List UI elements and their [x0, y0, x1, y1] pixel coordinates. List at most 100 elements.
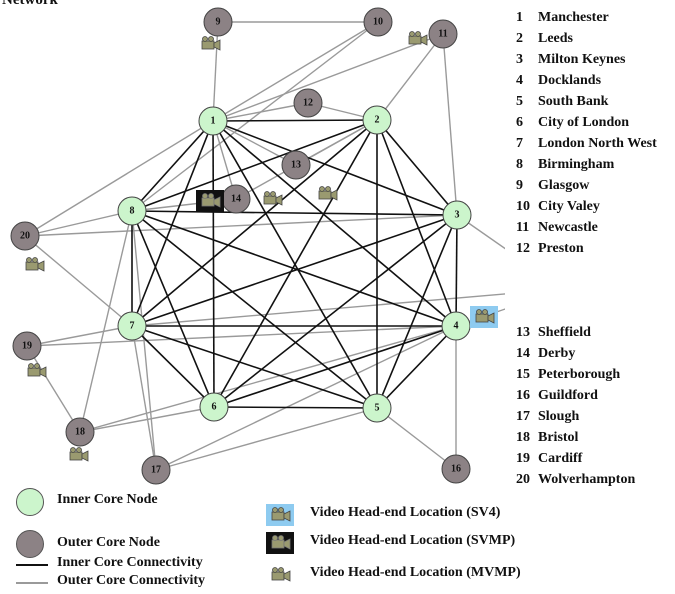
node-number: 8 — [130, 206, 135, 217]
outer-core-node: 14 — [221, 184, 251, 214]
camera-lens — [81, 450, 89, 462]
camera-body — [201, 197, 215, 207]
city-name: Slough — [538, 409, 580, 424]
outer-link — [24, 120, 214, 237]
outer-link — [212, 102, 309, 122]
mvmp-camera-icon — [69, 447, 89, 462]
inner-link — [131, 210, 458, 216]
inner-link — [131, 210, 378, 409]
camera-reel — [325, 186, 331, 192]
inner-link — [376, 119, 458, 216]
city-list-item: 17 Slough — [516, 406, 635, 427]
outer-link — [79, 325, 457, 433]
inner-link — [212, 120, 215, 408]
city-name: Guildford — [538, 388, 598, 403]
outer-core-node: 19 — [12, 331, 42, 361]
camera-body — [69, 451, 83, 461]
camera-reel — [270, 191, 276, 197]
legend-outer-node-swatch — [16, 530, 44, 558]
city-name: Newcastle — [538, 220, 598, 235]
inner-link — [212, 119, 378, 122]
city-number: 10 — [516, 199, 530, 214]
outer-link — [212, 33, 444, 122]
inner-link — [131, 210, 457, 327]
node-number: 19 — [22, 341, 32, 352]
city-number: 13 — [516, 325, 530, 340]
outer-link — [24, 210, 133, 237]
node-number: 9 — [216, 17, 221, 28]
inner-link — [213, 119, 378, 408]
outer-core-node: 9 — [203, 7, 233, 37]
camera-reel — [415, 31, 421, 37]
camera-reel — [208, 193, 214, 199]
legend-sv4-label: Video Head-end Location (SV4) — [310, 505, 501, 520]
node-circle — [281, 150, 311, 180]
node-circle — [117, 311, 147, 341]
node-number: 12 — [303, 98, 313, 109]
inner-core-node: 2 — [362, 105, 392, 135]
city-number: 15 — [516, 367, 530, 382]
node-number: 10 — [373, 17, 383, 28]
outer-link — [456, 214, 505, 250]
sv4-camera-icon — [470, 306, 498, 328]
city-list-item: 10 City Valey — [516, 196, 657, 217]
city-number: 8 — [516, 157, 523, 172]
network-graph: 1234567891011121314151617181920 — [10, 7, 505, 485]
city-name: City Valey — [538, 199, 600, 214]
camera-body — [408, 35, 422, 45]
legend-sv4-icon — [266, 504, 294, 526]
inner-link — [131, 325, 378, 409]
city-number: 9 — [516, 178, 523, 193]
camera-reel — [319, 186, 325, 192]
legend-inner-node-label: Inner Core Node — [57, 492, 158, 507]
inner-core-node: 3 — [442, 200, 472, 230]
outer-link — [26, 345, 81, 433]
city-number: 12 — [516, 241, 530, 256]
node-circle — [198, 106, 228, 136]
city-name: Manchester — [538, 10, 609, 25]
mvmp-camera-icon — [27, 363, 47, 378]
city-number: 16 — [516, 388, 530, 403]
node-circle — [441, 454, 471, 484]
camera-body — [318, 190, 332, 200]
camera-lens — [213, 196, 221, 208]
inner-core-node: 4 — [441, 311, 471, 341]
node-number: 6 — [212, 402, 217, 413]
outer-link — [131, 325, 157, 471]
city-number: 3 — [516, 52, 523, 67]
node-number: 5 — [375, 403, 380, 414]
outer-core-node: 12 — [293, 88, 323, 118]
node-number: 1 — [211, 116, 216, 127]
city-name: Leeds — [538, 31, 573, 46]
city-name: South Bank — [538, 94, 609, 109]
inner-link — [131, 325, 215, 408]
outer-link — [24, 214, 458, 237]
legend-outer-conn-label: Outer Core Connectivity — [57, 573, 206, 588]
node-number: 11 — [438, 29, 447, 40]
outer-link — [376, 407, 457, 470]
outer-core-node: 18 — [65, 417, 95, 447]
inner-link — [131, 120, 214, 327]
camera-reel — [482, 309, 488, 315]
outer-link — [79, 406, 215, 433]
outer-core-node: 16 — [441, 454, 471, 484]
camera-reel — [28, 363, 34, 369]
camera-reel — [202, 193, 208, 199]
city-number: 17 — [516, 409, 530, 424]
node-number: 3 — [455, 210, 460, 221]
node-circle — [442, 200, 472, 230]
camera-reel — [202, 36, 208, 42]
node-number: 4 — [454, 321, 459, 332]
camera-reel — [32, 257, 38, 263]
outer-core-node: 13 — [281, 150, 311, 180]
inner-link — [213, 214, 458, 408]
inner-link — [131, 119, 378, 212]
